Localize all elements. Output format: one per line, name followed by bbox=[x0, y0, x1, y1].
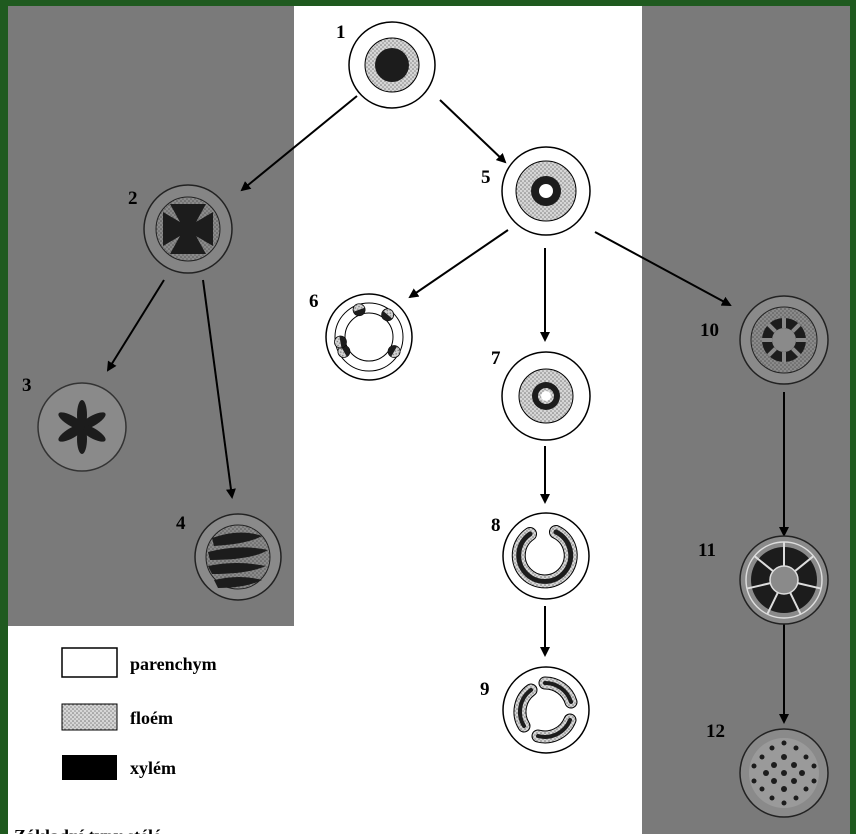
label-6: 6 bbox=[309, 291, 319, 312]
arrow-5-10 bbox=[594, 231, 732, 306]
label-3: 3 bbox=[22, 375, 32, 396]
stele-9-dictyostele bbox=[502, 666, 590, 754]
stele-12-atactostele bbox=[739, 728, 829, 818]
legend-label-xylem: xylém bbox=[130, 758, 176, 778]
label-1: 1 bbox=[336, 22, 346, 43]
stele-5-siphonostele bbox=[501, 146, 591, 236]
stele-11-segmented-ring bbox=[739, 535, 829, 625]
legend-swatch-phloem bbox=[61, 703, 118, 731]
stele-8-gapped-solenostele bbox=[502, 512, 590, 600]
label-2: 2 bbox=[128, 188, 138, 209]
stele-7-solenostele bbox=[501, 351, 591, 441]
label-7: 7 bbox=[491, 348, 501, 369]
legend-swatch-parenchyma bbox=[61, 647, 118, 678]
label-10: 10 bbox=[700, 320, 719, 341]
label-4: 4 bbox=[176, 513, 186, 534]
arrow-1-5 bbox=[439, 99, 507, 164]
arrow-1-2 bbox=[240, 95, 358, 192]
stele-2-actinostele bbox=[143, 184, 233, 274]
stele-4-plectostele bbox=[194, 513, 282, 601]
stele-3-lobed bbox=[37, 382, 127, 472]
legend-swatch-xylem bbox=[62, 755, 117, 780]
arrow-5-6 bbox=[408, 229, 509, 299]
stele-1-haplostele bbox=[348, 21, 436, 109]
arrow-2-3 bbox=[106, 279, 165, 372]
legend: parenchym floém xylém bbox=[61, 647, 217, 780]
stele-10-dark-eustele bbox=[739, 295, 829, 385]
gray-panel-right bbox=[642, 6, 850, 834]
arrow-2-4 bbox=[202, 279, 236, 499]
stele-6-eustele bbox=[325, 293, 413, 381]
label-9: 9 bbox=[480, 679, 490, 700]
arrows bbox=[106, 95, 789, 724]
label-8: 8 bbox=[491, 515, 501, 536]
legend-label-parenchyma: parenchym bbox=[130, 654, 217, 674]
label-12: 12 bbox=[706, 721, 725, 742]
footer-caption: Základní typy stélé bbox=[14, 826, 161, 834]
label-5: 5 bbox=[481, 167, 491, 188]
legend-label-phloem: floém bbox=[130, 708, 173, 728]
label-11: 11 bbox=[698, 540, 716, 561]
